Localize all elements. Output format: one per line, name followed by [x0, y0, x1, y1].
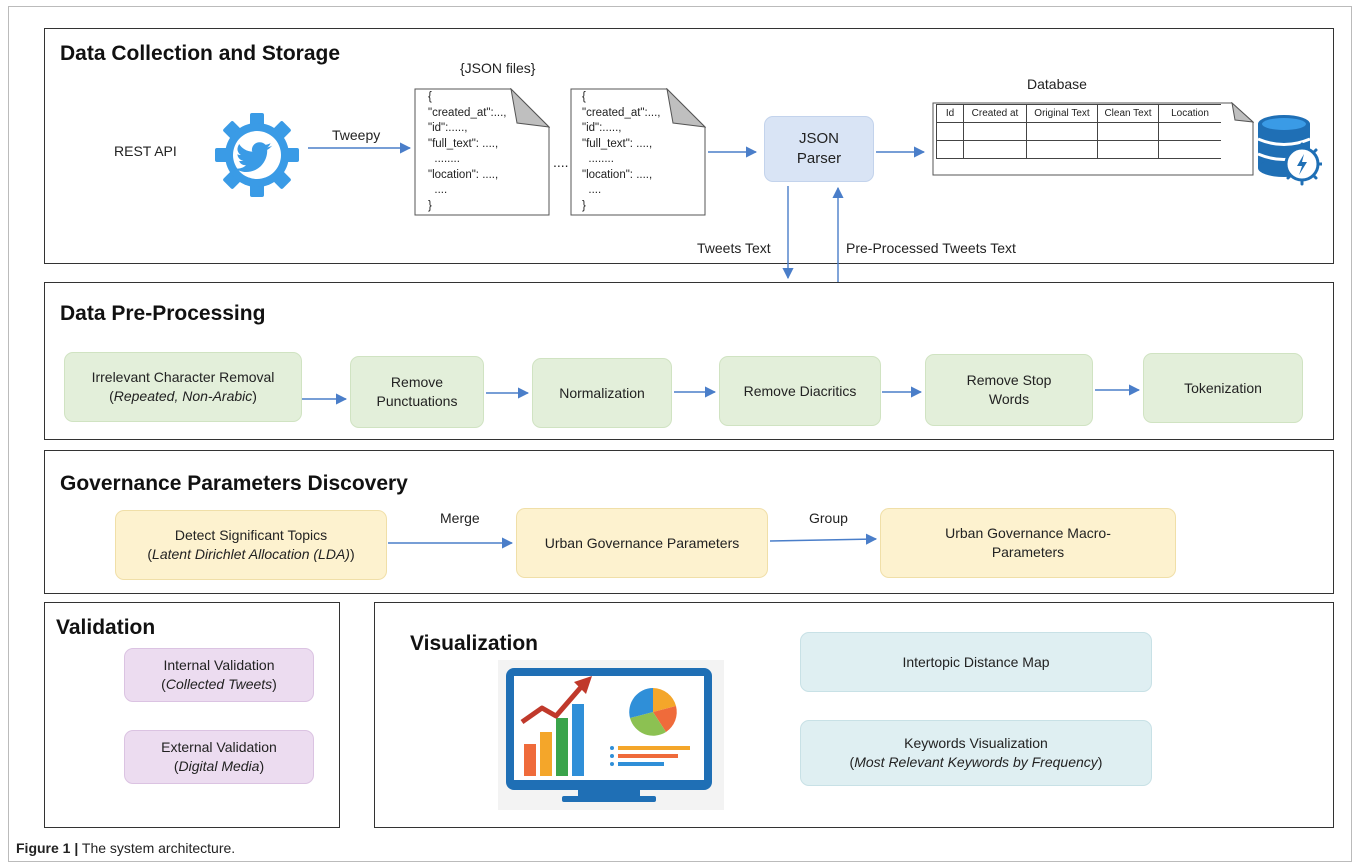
figure-frame [8, 6, 1352, 862]
step-remove-punctuations: Remove Punctuations [350, 356, 484, 428]
urban-governance-macro-parameters-box: Urban Governance Macro-Parameters [880, 508, 1176, 578]
keywords-sub: (Most Relevant Keywords by Frequency) [849, 754, 1103, 770]
detect-sub: (Latent Dirichlet Allocation (LDA)) [147, 546, 355, 562]
external-sub: (Digital Media) [173, 758, 265, 774]
database-table: Id Created at Original Text Clean Text L… [936, 104, 1221, 159]
preprocessed-text-label: Pre-Processed Tweets Text [846, 240, 1016, 256]
json-parser-box: JSON Parser [764, 116, 874, 182]
json-ellipsis: .... [553, 154, 569, 170]
section-title-validation: Validation [56, 616, 156, 639]
tweepy-label: Tweepy [332, 127, 381, 143]
keywords-main: Keywords Visualization [904, 735, 1048, 752]
external-validation-box: External Validation (Digital Media) [124, 730, 314, 784]
section-title-governance: Governance Parameters Discovery [60, 472, 408, 495]
intertopic-distance-map-box: Intertopic Distance Map [800, 632, 1152, 692]
monitor-chart-icon [498, 660, 724, 810]
section-title-collection: Data Collection and Storage [60, 42, 341, 65]
section-title-visualization: Visualization [410, 632, 538, 655]
step-tokenization: Tokenization [1143, 353, 1303, 423]
tweets-text-label: Tweets Text [697, 240, 771, 256]
twitter-gear-icon [215, 113, 299, 197]
arrow-parameters-to-macro [769, 533, 878, 545]
group-label: Group [809, 510, 848, 526]
step-irrelevant-main: Irrelevant Character Removal [91, 369, 275, 386]
internal-main: Internal Validation [163, 657, 275, 674]
json-document-1-text: { "created_at":..., "id":....., "full_te… [428, 91, 507, 212]
step-irrelevant-sub: (Repeated, Non-Arabic) [109, 388, 257, 404]
step-remove-stop-words: Remove Stop Words [925, 354, 1093, 426]
figure-caption: Figure 1 | The system architecture. [16, 840, 235, 856]
detect-significant-topics-box: Detect Significant Topics (Latent Dirich… [115, 510, 387, 580]
json-document-1 [414, 88, 550, 216]
internal-sub: (Collected Tweets) [161, 676, 277, 692]
external-main: External Validation [161, 739, 277, 756]
internal-validation-box: Internal Validation (Collected Tweets) [124, 648, 314, 702]
step-irrelevant-character-removal: Irrelevant Character Removal (Repeated, … [64, 352, 302, 422]
json-document-2 [570, 88, 706, 216]
database-icon [1257, 115, 1322, 186]
json-document-2-text: { "created_at":..., "id":....., "full_te… [582, 91, 661, 212]
caption-text: The system architecture. [78, 840, 236, 856]
detect-main: Detect Significant Topics [174, 527, 328, 544]
json-files-label: {JSON files} [460, 60, 536, 76]
merge-label: Merge [440, 510, 480, 526]
database-label: Database [1027, 76, 1087, 92]
caption-label: Figure 1 | [16, 840, 79, 856]
section-validation [44, 602, 340, 828]
keywords-visualization-box: Keywords Visualization (Most Relevant Ke… [800, 720, 1152, 786]
step-normalization: Normalization [532, 358, 672, 428]
section-title-preprocessing: Data Pre-Processing [60, 302, 266, 325]
urban-governance-parameters-box: Urban Governance Parameters [516, 508, 768, 578]
rest-api-label: REST API [114, 143, 177, 159]
step-remove-diacritics: Remove Diacritics [719, 356, 881, 426]
